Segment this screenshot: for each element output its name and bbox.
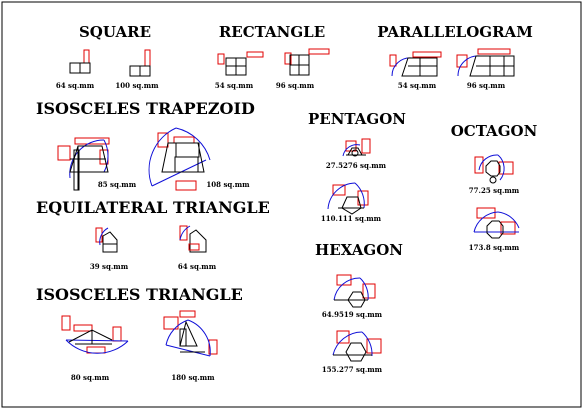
pentagon-figure-large <box>327 182 369 215</box>
area-label-pentagon-1: 27.5276 sq.mm <box>326 161 387 170</box>
area-label-isosceles-1: 80 sq.mm <box>71 373 110 382</box>
title-square: SQUARE <box>79 23 151 41</box>
area-label-equilateral-1: 39 sq.mm <box>90 262 129 271</box>
title-rectangle: RECTANGLE <box>219 23 325 41</box>
hexagon-figure-large <box>332 330 382 362</box>
parallelogram-figure-large <box>456 48 515 77</box>
equilateral-triangle-figure-large <box>179 225 207 253</box>
octagon-figure-large <box>473 207 520 239</box>
square-figure-large <box>129 49 151 77</box>
area-label-trapezoid-1: 85 sq.mm <box>98 180 137 189</box>
area-label-rectangle-2: 96 sq.mm <box>276 81 315 90</box>
title-isosceles-triangle: ISOSCELES TRIANGLE <box>36 285 243 304</box>
equilateral-triangle-figure-small <box>95 227 118 253</box>
area-label-square-1: 64 sq.mm <box>56 81 95 90</box>
pentagon-figure-small <box>342 138 371 157</box>
title-isosceles-trapezoid: ISOSCELES TRAPEZOID <box>36 99 255 118</box>
title-equilateral-triangle: EQUILATERAL TRIANGLE <box>36 198 270 217</box>
title-octagon: OCTAGON <box>451 122 538 140</box>
area-label-parallelogram-1: 54 sq.mm <box>398 81 437 90</box>
parallelogram-figure-small <box>389 51 442 77</box>
title-hexagon: HEXAGON <box>315 241 403 259</box>
area-label-rectangle-1: 54 sq.mm <box>215 81 254 90</box>
area-label-octagon-1: 77.25 sq.mm <box>469 186 520 195</box>
area-label-equilateral-2: 64 sq.mm <box>178 262 217 271</box>
rectangle-figure-small <box>217 51 264 76</box>
trapezoid-figure-small <box>57 137 110 191</box>
title-parallelogram: PARALLELOGRAM <box>377 23 533 41</box>
octagon-figure-small <box>474 154 514 184</box>
area-label-parallelogram-2: 96 sq.mm <box>467 81 506 90</box>
title-pentagon: PENTAGON <box>308 110 406 128</box>
trapezoid-figure-large <box>148 127 211 191</box>
area-label-hexagon-2: 155.277 sq.mm <box>322 365 383 374</box>
area-label-trapezoid-2: 108 sq.mm <box>206 180 250 189</box>
area-label-pentagon-2: 110.111 sq.mm <box>321 214 382 223</box>
square-figure-small <box>69 49 91 74</box>
hexagon-figure-small <box>333 274 376 308</box>
area-label-octagon-2: 173.8 sq.mm <box>469 243 520 252</box>
isosceles-triangle-figure-small <box>61 315 129 354</box>
isosceles-triangle-figure-large <box>163 310 218 357</box>
area-label-isosceles-2: 180 sq.mm <box>171 373 215 382</box>
rectangle-figure-large <box>284 48 330 76</box>
area-label-square-2: 100 sq.mm <box>115 81 159 90</box>
area-label-hexagon-1: 64.9519 sq.mm <box>322 310 383 319</box>
